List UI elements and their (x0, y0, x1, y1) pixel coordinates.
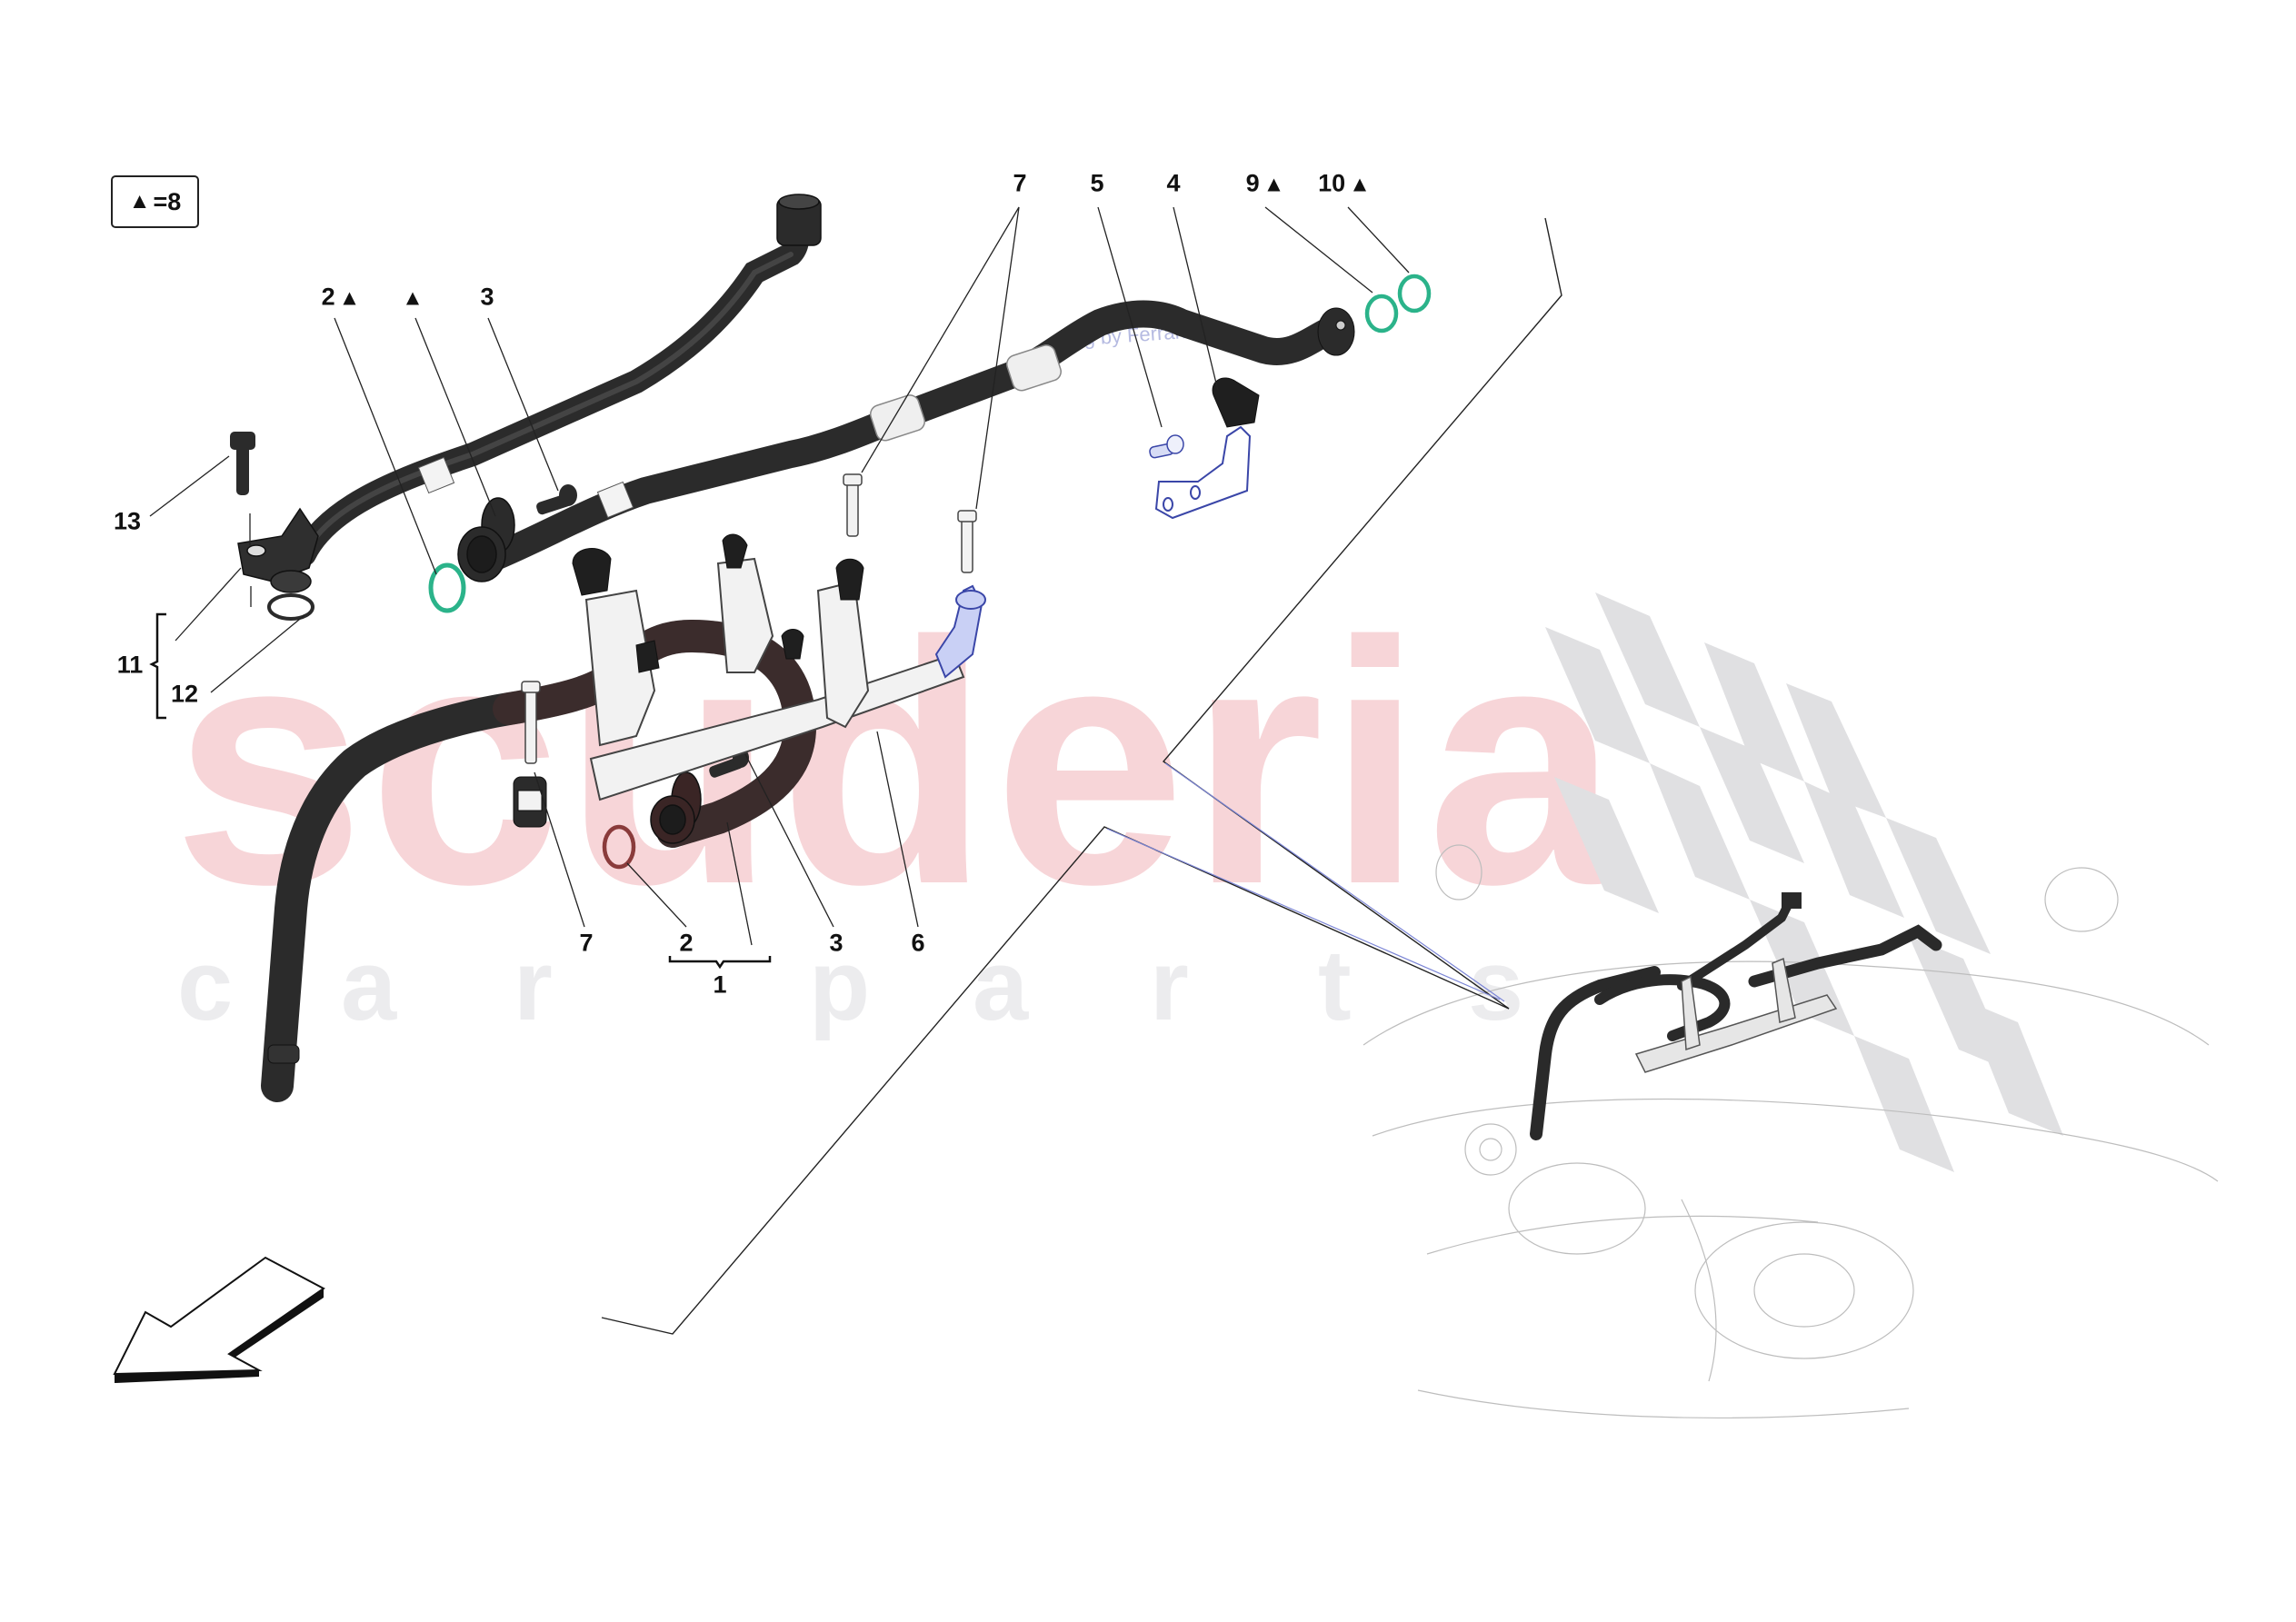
inset-hose-assembly (1530, 892, 1942, 1140)
triangle-icon: ▲ (402, 285, 424, 311)
callout-4[interactable]: 4 (1166, 169, 1181, 197)
callout-7-upper[interactable]: 7 (1013, 169, 1027, 197)
callout-10[interactable]: 10▲ (1318, 169, 1371, 197)
callout-2-upper[interactable]: 2▲ (321, 283, 361, 311)
hose-middle (477, 300, 1341, 572)
o-ring-10 (1397, 274, 1432, 313)
bolt-3-upper (536, 484, 577, 515)
callout-11[interactable]: 11 (116, 651, 144, 679)
legend-value: 8 (167, 187, 182, 215)
o-ring-2-red (602, 824, 636, 870)
callout-12[interactable]: 12 (170, 680, 199, 708)
callout-7-lower[interactable]: 7 (579, 929, 594, 957)
o-ring-12 (267, 593, 314, 621)
guide-lines (601, 217, 1562, 1335)
bolts-7 (521, 473, 977, 764)
clips (572, 533, 864, 673)
orientation-arrow-icon (113, 1256, 325, 1383)
bracket-6 (584, 557, 986, 801)
bracket-brace-11 (149, 612, 166, 720)
triangle-icon: ▲ (1349, 172, 1371, 197)
callout-5[interactable]: 5 (1090, 169, 1104, 197)
callout-triangle-only[interactable]: ▲ (398, 285, 424, 310)
hose-end-fitting-top (776, 194, 822, 246)
inset-bracket (1634, 957, 1838, 1073)
callout-3-upper[interactable]: 3 (480, 283, 494, 311)
callout-leaders (149, 206, 1410, 946)
hose-end-flange-right (1317, 307, 1355, 356)
triangle-icon: ▲ (128, 189, 151, 214)
callout-3-lower[interactable]: 3 (829, 929, 844, 957)
triangle-icon: ▲ (1263, 172, 1285, 197)
bracket-brace-1 (668, 956, 772, 970)
callout-9[interactable]: 9▲ (1245, 169, 1285, 197)
checker-flag-watermark (1545, 592, 2063, 1172)
bolt-5 (1149, 434, 1184, 459)
callout-6[interactable]: 6 (911, 929, 925, 957)
legend-equals: = (153, 187, 168, 215)
o-ring-2-green (428, 562, 466, 613)
watermark-main: scuderia (173, 570, 1623, 956)
spacer-bushing (513, 776, 547, 828)
callout-2-lower[interactable]: 2 (679, 929, 694, 957)
hose-lower-flange (650, 771, 702, 844)
bracket-clip-4 (1154, 377, 1260, 520)
hose-flange-left (457, 497, 515, 582)
legend-box: ▲ = 8 (111, 175, 199, 228)
callout-13[interactable]: 13 (113, 507, 142, 535)
o-ring-9 (1364, 294, 1399, 333)
flange-11 (237, 507, 319, 593)
triangle-icon: ▲ (338, 285, 361, 311)
bolt-13 (230, 432, 255, 495)
hose-upper-left (293, 202, 810, 566)
callout-1[interactable]: 1 (713, 970, 727, 999)
